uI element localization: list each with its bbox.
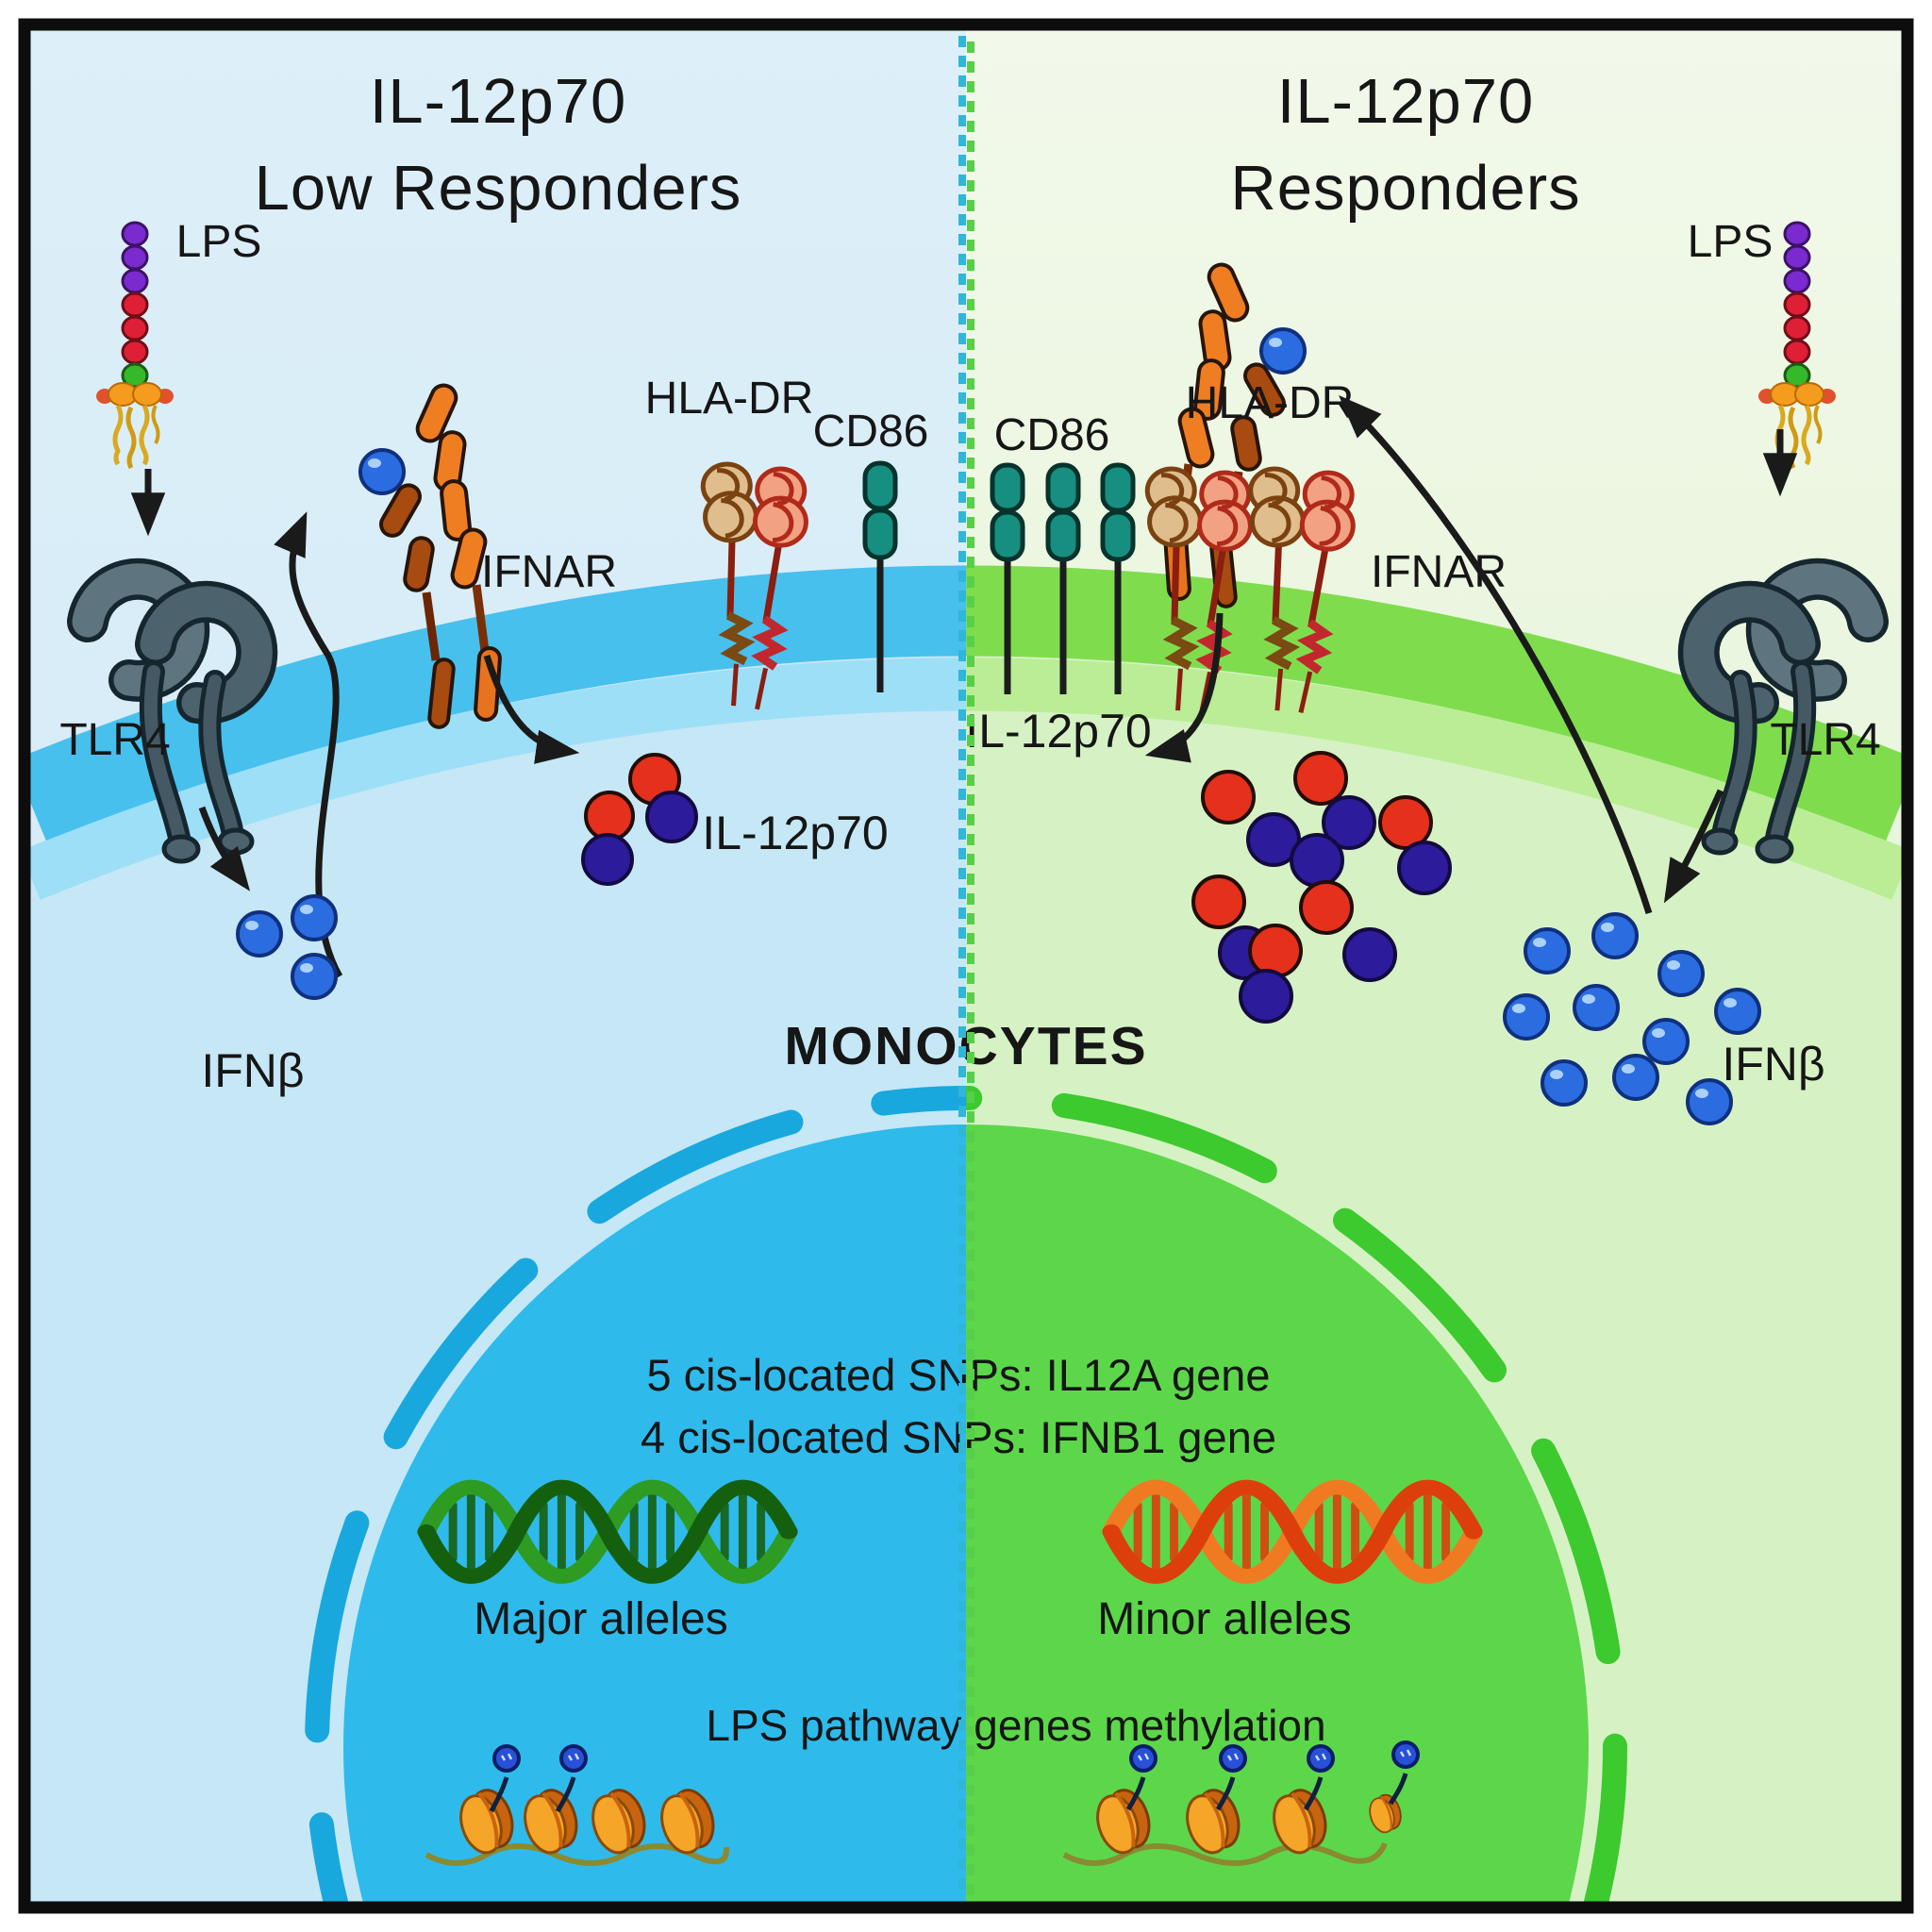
plasma-membrane-left <box>30 565 966 900</box>
right-tlr4-label: TLR4 <box>1770 715 1880 765</box>
snp-line2-label: 4 cis-located SNPs: IFNB1 gene <box>641 1412 1276 1462</box>
arrow-ifnb-to-ifnar-left <box>274 511 343 978</box>
left-il12p70-label: IL-12p70 <box>702 807 888 859</box>
nucleosome-chain-left-icon <box>425 1744 730 1866</box>
ifnb-bound-left-icon <box>358 448 406 495</box>
left-cd86-label: CD86 <box>813 407 929 457</box>
right-ifnar-label: IFNAR <box>1371 547 1507 597</box>
right-ifnb-label: IFNβ <box>1722 1038 1824 1091</box>
nuclear-envelope-right <box>966 1086 1627 1902</box>
nuclear-envelope-left <box>305 1086 966 1902</box>
il12p70-molecules-left-icon <box>581 753 698 886</box>
arrow-ifnb-to-ifnar-right <box>1339 395 1653 915</box>
left-title-line2: Low Responders <box>255 153 742 224</box>
minor-alleles-label: Minor alleles <box>1097 1594 1351 1644</box>
right-lps-label: LPS <box>1688 217 1774 267</box>
figure-border <box>18 18 1914 1914</box>
methylation-label: LPS pathway genes methylation <box>706 1701 1325 1750</box>
methyl-group-icon <box>1391 1740 1420 1769</box>
left-tlr4-label: TLR4 <box>59 715 170 765</box>
right-cd86-label: CD86 <box>994 410 1110 460</box>
arrow-ifnar-to-il12-right <box>1144 612 1224 763</box>
arrow-tlr4-to-ifnb-right <box>1663 789 1724 904</box>
major-alleles-label: Major alleles <box>474 1594 727 1644</box>
methyl-group-icon <box>559 1744 588 1773</box>
right-hla-dr-label: HLA-DR <box>1186 378 1355 428</box>
methyl-group-icon <box>1129 1744 1158 1773</box>
plasma-membrane-right <box>966 565 1902 900</box>
arrow-tlr4-to-ifnb-left <box>198 806 251 891</box>
right-il12p70-label: IL-12p70 <box>965 705 1151 758</box>
left-ifnar-label: IFNAR <box>481 547 617 597</box>
methyl-group-icon <box>1219 1744 1247 1773</box>
methyl-group-icon <box>1307 1744 1335 1773</box>
left-title-line1: IL-12p70 <box>370 66 627 137</box>
ifnb-bound-right-icon <box>1259 327 1307 375</box>
right-title-line1: IL-12p70 <box>1277 66 1535 137</box>
right-title-line2: Responders <box>1230 153 1580 224</box>
methyl-group-icon <box>492 1744 521 1773</box>
nucleosome-chain-right-icon <box>1062 1740 1420 1866</box>
left-ifnb-label: IFNβ <box>201 1044 304 1097</box>
arrow-ifnar-to-il12-left <box>483 654 580 764</box>
left-lps-label: LPS <box>176 217 262 267</box>
il12p70-molecules-right-icon <box>1191 751 1452 1024</box>
panel-divider <box>958 36 974 1898</box>
left-hla-dr-label: HLA-DR <box>645 374 814 424</box>
